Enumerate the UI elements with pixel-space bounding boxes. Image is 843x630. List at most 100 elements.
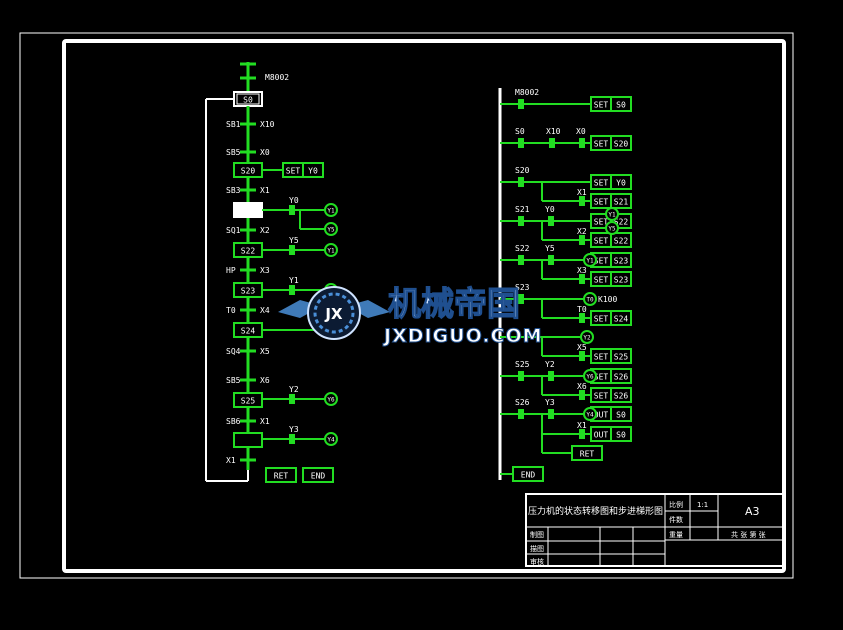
- ladder-sub-contact-1: [579, 235, 585, 245]
- sfc-action-contact-4: [289, 434, 295, 444]
- ladder-contact-label-7-1: Y2: [545, 360, 555, 369]
- sfc-end-frame: [302, 467, 334, 483]
- ladder-contact-label-5-0: S23: [515, 283, 530, 292]
- ladder-contact-label-3-1: Y0: [545, 205, 555, 214]
- sfc-transition-input-1: X0: [260, 148, 270, 157]
- ladder-contact-8-1: [548, 409, 554, 419]
- ladder-contact-1-0: [518, 138, 524, 148]
- ladder-sub-set-2-instruction: SET: [594, 276, 609, 285]
- ladder-set-4-operand: S23: [614, 257, 629, 266]
- title-text: 压力机的状态转移图和步进梯形图: [528, 505, 663, 517]
- ladder-contact-5-0: [518, 294, 524, 304]
- ladder-coil-y5-label: Y5: [608, 226, 616, 233]
- ladder-sub-label-2: X3: [577, 266, 587, 275]
- outer-frame: [19, 32, 794, 579]
- sfc-action-label-4: Y3: [289, 425, 299, 434]
- ladder-sub-set-1-operand: S22: [614, 237, 629, 246]
- ladder-sub-label-0: X1: [577, 188, 587, 197]
- row-review: 审核: [530, 557, 544, 566]
- sfc-step-1-box: [233, 202, 263, 218]
- sfc-action-coil-b-label: Y5: [327, 227, 335, 234]
- ladder-sub-set-6-instruction: OUT: [594, 431, 609, 440]
- ladder-contact-label-1-1: X10: [546, 127, 561, 136]
- svg-text:JX: JX: [324, 305, 343, 323]
- sfc-step-S0-inner: [236, 93, 260, 105]
- sfc-action-label-0: Y0: [289, 196, 299, 205]
- ladder-coil-y2-circle: [580, 330, 594, 344]
- sfc-transition-label-5: T0: [226, 306, 236, 315]
- ladder-k100: K100: [598, 295, 617, 304]
- ladder-set-0-instruction: SET: [594, 101, 609, 110]
- ladder-sub-set-1-instruction: SET: [594, 237, 609, 246]
- row-draw: 制图: [530, 530, 544, 539]
- ladder-contact-3-0: [518, 216, 524, 226]
- sfc-action-contact-2: [289, 285, 295, 295]
- ladder-sub-set-3-operand: S24: [614, 315, 629, 324]
- ladder-contact-label-1-2: X0: [576, 127, 586, 136]
- ladder-sub-set-3-instruction: SET: [594, 315, 609, 324]
- sfc-ret-frame: [265, 467, 297, 483]
- ladder-set-4-instruction: SET: [594, 257, 609, 266]
- qty-label: 件数: [669, 515, 683, 524]
- ladder-coil-y5-circle: [605, 221, 619, 235]
- watermark: JX 机械帝国 JXDIGUO.COM: [278, 283, 542, 348]
- sfc-transition-input-7: X6: [260, 376, 270, 385]
- sfc-transition-label-1: SB5: [226, 148, 241, 157]
- ladder-contact-1-2: [579, 138, 585, 148]
- ladder-set-3-operand: S22: [614, 218, 629, 227]
- sfc-transition-label-3: SQ1: [226, 226, 241, 235]
- ladder-coil-y2-label: Y2: [583, 335, 591, 342]
- sfc-transition-label-6: SQ4: [226, 347, 241, 356]
- sfc-action-coil-1-label: Y1: [327, 248, 335, 255]
- inner-frame: [62, 39, 786, 573]
- ladder-sub-contact-6: [579, 429, 585, 439]
- sfc-transition-input-8: X1: [260, 417, 270, 426]
- sfc-action-set-y0-operand: Y0: [308, 167, 318, 176]
- ladder-coil-y4-circle: [583, 407, 597, 421]
- sfc-transition-input-5: X4: [260, 306, 270, 315]
- sheet-note: 共 张 第 张: [731, 530, 766, 539]
- ladder-sub-contact-3: [579, 313, 585, 323]
- title-block: 压力机的状态转移图和步进梯形图 比例 1:1 件数 重量 A3 共 张 第 张 …: [525, 493, 784, 567]
- ladder-set-7-instruction: SET: [594, 373, 609, 382]
- sfc-action-set-y0-instruction: SET: [286, 167, 301, 176]
- ladder-contact-label-8-0: S26: [515, 398, 530, 407]
- ladder-sub-set-2-operand: S23: [614, 276, 629, 285]
- ladder-contact-3-1: [548, 216, 554, 226]
- ladder-sub-contact-2: [579, 274, 585, 284]
- sfc-transition-label-4: HP: [226, 266, 236, 275]
- ladder-coil-t0-label: T0: [586, 297, 594, 304]
- sheet-size: A3: [745, 505, 760, 518]
- sfc-action-label-3: Y2: [289, 385, 299, 394]
- sfc-step-2-label: S22: [241, 247, 256, 256]
- ladder-sub-set-0-instruction: SET: [594, 198, 609, 207]
- ladder-sub-label-6: X1: [577, 421, 587, 430]
- ladder-coil-y6-label: Y6: [586, 374, 594, 381]
- sfc-action-contact-0: [289, 205, 295, 215]
- sfc-action-coil-b-circle: [324, 222, 338, 236]
- sfc-transition-input-0: X10: [260, 120, 275, 129]
- ladder-contact-label-4-0: S22: [515, 244, 530, 253]
- ladder-contact-8-0: [518, 409, 524, 419]
- ladder-sub-label-1: X2: [577, 227, 587, 236]
- ladder-contact-label-4-1: Y5: [545, 244, 555, 253]
- ladder-end-frame: [512, 466, 544, 482]
- sfc-step-5-label: S25: [241, 397, 256, 406]
- sfc-step-S0-label: S0: [243, 96, 253, 105]
- sfc-action-coil-0-label: Y1: [327, 208, 335, 215]
- ladder-sub-set-4-operand: S25: [614, 353, 629, 362]
- sfc-transition-label-8: SB6: [226, 417, 241, 426]
- ladder-set-8-operand: S0: [616, 411, 626, 420]
- sfc-step-0-label: S20: [241, 167, 256, 176]
- sfc-action-coil-3-label: Y6: [327, 397, 335, 404]
- sfc-step-6-box: [233, 432, 263, 448]
- sfc-initial-label: M8002: [265, 73, 289, 82]
- sfc-transition-label-2: SB3: [226, 186, 241, 195]
- sfc-action-label-2: Y1: [289, 276, 299, 285]
- ratio-value: 1:1: [697, 501, 708, 509]
- ladder-set-2-operand: Y0: [616, 179, 626, 188]
- ladder-set-7-operand: S26: [614, 373, 629, 382]
